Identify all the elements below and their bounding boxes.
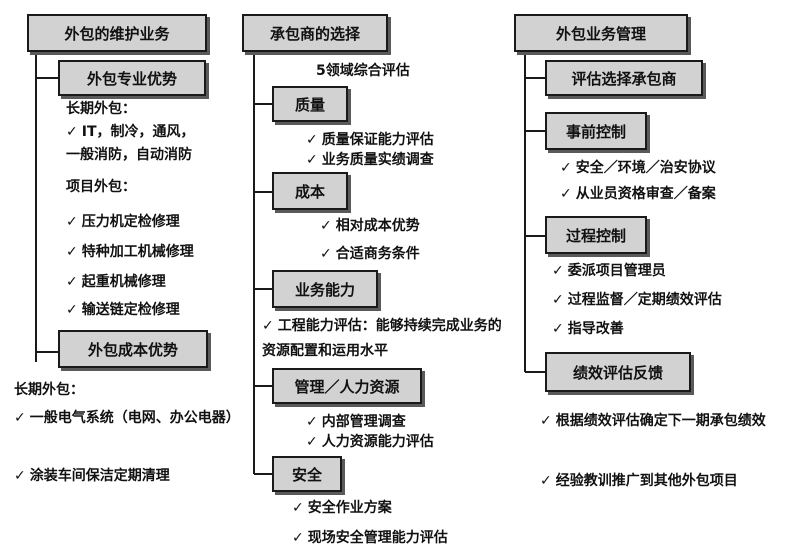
check-icon: ✓ bbox=[306, 434, 318, 450]
col2-hr-item: ✓人力资源能力评估 bbox=[306, 434, 434, 450]
check-icon: ✓ bbox=[66, 244, 78, 260]
col2-capability-item: ✓工程能力评估：能够持续完成业务的资源配置和运用水平 bbox=[262, 318, 502, 359]
check-icon: ✓ bbox=[540, 413, 552, 429]
col1-cost-longterm: 长期外包： bbox=[14, 382, 84, 398]
col3-evaluate-box: 评估选择承包商 bbox=[545, 60, 703, 96]
col2-cost-box: 成本 bbox=[272, 172, 348, 210]
col1-title: 外包的维护业务 bbox=[27, 14, 207, 52]
col1-cost-box: 外包成本优势 bbox=[58, 330, 208, 368]
col3-feedback-item: ✓根据绩效评估确定下一期承包绩效 bbox=[540, 413, 766, 429]
col3-process-item: ✓过程监督／定期绩效评估 bbox=[552, 292, 722, 308]
col2-subtitle: 5领域综合评估 bbox=[316, 63, 410, 79]
check-icon: ✓ bbox=[560, 186, 572, 202]
col2-title: 承包商的选择 bbox=[242, 14, 388, 52]
col1-project-item: ✓起重机械修理 bbox=[66, 274, 166, 290]
col1-adv-project: 项目外包： bbox=[66, 179, 136, 195]
check-icon: ✓ bbox=[14, 410, 26, 426]
check-icon: ✓ bbox=[320, 218, 332, 234]
col1-project-item: ✓输送链定检修理 bbox=[66, 302, 180, 318]
col3-feedback-box: 绩效评估反馈 bbox=[545, 352, 691, 392]
col3-process-box: 过程控制 bbox=[545, 216, 647, 254]
col2-hr-item: ✓内部管理调查 bbox=[306, 414, 406, 430]
col3-pre-item: ✓安全／环境／治安协议 bbox=[560, 160, 716, 176]
col1-adv-long-item: ✓IT，制冷，通风， bbox=[66, 124, 195, 140]
col2-safety-item: ✓安全作业方案 bbox=[292, 500, 392, 516]
col2-cost-item: ✓合适商务条件 bbox=[320, 246, 420, 262]
col2-safety-item: ✓现场安全管理能力评估 bbox=[292, 530, 448, 546]
check-icon: ✓ bbox=[66, 274, 78, 290]
col2-quality-box: 质量 bbox=[272, 86, 348, 122]
check-icon: ✓ bbox=[66, 214, 78, 230]
check-icon: ✓ bbox=[552, 263, 564, 279]
col2-cost-item: ✓相对成本优势 bbox=[320, 218, 420, 234]
col3-title: 外包业务管理 bbox=[514, 14, 688, 52]
col1-adv-long-item-cont: 一般消防，自动消防 bbox=[66, 147, 192, 163]
col1-adv-box: 外包专业优势 bbox=[58, 60, 206, 96]
col2-safety-box: 安全 bbox=[272, 456, 342, 492]
check-icon: ✓ bbox=[306, 132, 318, 148]
col2-quality-item: ✓业务质量实绩调查 bbox=[306, 152, 434, 168]
col3-pre-box: 事前控制 bbox=[545, 112, 647, 150]
check-icon: ✓ bbox=[540, 473, 552, 489]
col2-hr-box: 管理／人力资源 bbox=[272, 368, 422, 404]
check-icon: ✓ bbox=[262, 318, 274, 334]
check-icon: ✓ bbox=[66, 124, 78, 140]
col1-project-item: ✓压力机定检修理 bbox=[66, 214, 180, 230]
col2-quality-item: ✓质量保证能力评估 bbox=[306, 132, 434, 148]
check-icon: ✓ bbox=[306, 414, 318, 430]
check-icon: ✓ bbox=[320, 246, 332, 262]
col1-cost-item: ✓一般电气系统（电网、办公电器） bbox=[14, 410, 240, 426]
col3-process-item: ✓委派项目管理员 bbox=[552, 263, 666, 279]
check-icon: ✓ bbox=[292, 500, 304, 516]
check-icon: ✓ bbox=[552, 321, 564, 337]
col1-cost-item: ✓涂装车间保洁定期清理 bbox=[14, 468, 170, 484]
col2-capability-box: 业务能力 bbox=[272, 270, 378, 308]
check-icon: ✓ bbox=[306, 152, 318, 168]
col3-feedback-item: ✓经验教训推广到其他外包项目 bbox=[540, 473, 738, 489]
check-icon: ✓ bbox=[560, 160, 572, 176]
col3-process-item: ✓指导改善 bbox=[552, 321, 624, 337]
col1-project-item: ✓特种加工机械修理 bbox=[66, 244, 194, 260]
col1-adv-longterm: 长期外包： bbox=[66, 101, 136, 117]
check-icon: ✓ bbox=[292, 530, 304, 546]
check-icon: ✓ bbox=[66, 302, 78, 318]
check-icon: ✓ bbox=[14, 468, 26, 484]
col3-pre-item: ✓从业员资格审查／备案 bbox=[560, 186, 716, 202]
check-icon: ✓ bbox=[552, 292, 564, 308]
